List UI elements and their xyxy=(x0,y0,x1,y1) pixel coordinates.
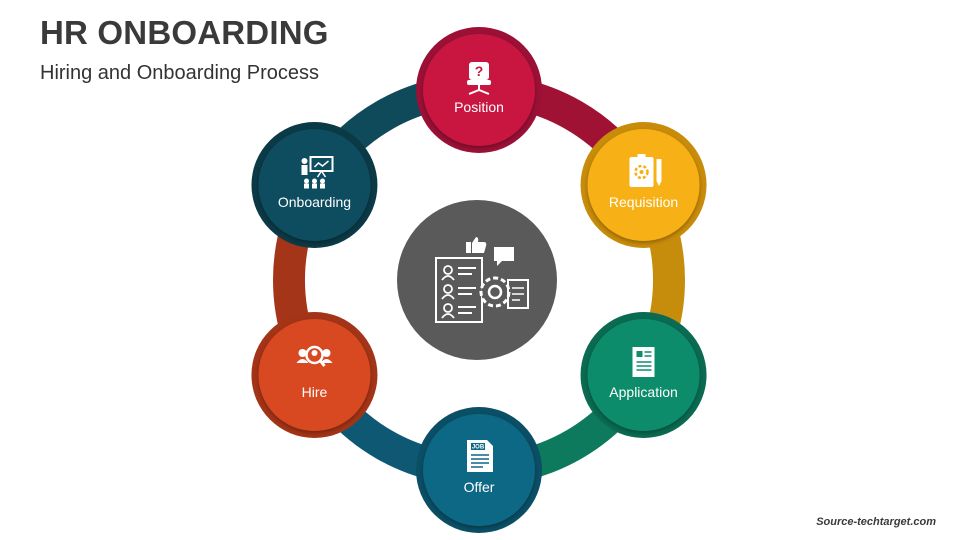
step-label: Requisition xyxy=(609,194,678,210)
step-node-hire: Hire xyxy=(251,312,378,438)
page-subtitle: Hiring and Onboarding Process xyxy=(40,62,320,84)
center-circle xyxy=(397,200,557,360)
clipboard-gear-icon xyxy=(629,154,662,187)
svg-text:JOB: JOB xyxy=(472,445,485,451)
step-label: Position xyxy=(454,99,504,115)
recruitment-gear-icon xyxy=(435,237,529,323)
step-label: Offer xyxy=(464,479,495,495)
page-title: HR ONBOARDING xyxy=(40,14,329,51)
step-node-offer: JOB Offer xyxy=(416,407,542,533)
source-credit: Source-techtarget.com xyxy=(816,516,936,528)
job-document-icon: JOB xyxy=(467,440,493,472)
document-form-icon xyxy=(632,347,655,377)
step-node-requisition: Requisition xyxy=(580,122,707,248)
step-label: Onboarding xyxy=(278,194,351,210)
step-node-position: ? Position xyxy=(416,27,542,153)
step-label: Hire xyxy=(302,384,328,400)
chair-question-icon: ? xyxy=(467,62,491,95)
people-search-icon xyxy=(296,345,333,367)
step-node-application: Application xyxy=(580,312,707,438)
presentation-board-icon xyxy=(301,156,334,189)
center-hub xyxy=(397,200,557,360)
step-node-onboarding: Onboarding xyxy=(251,122,378,248)
svg-text:?: ? xyxy=(475,63,484,79)
step-label: Application xyxy=(609,384,678,400)
step-circle xyxy=(258,319,371,431)
